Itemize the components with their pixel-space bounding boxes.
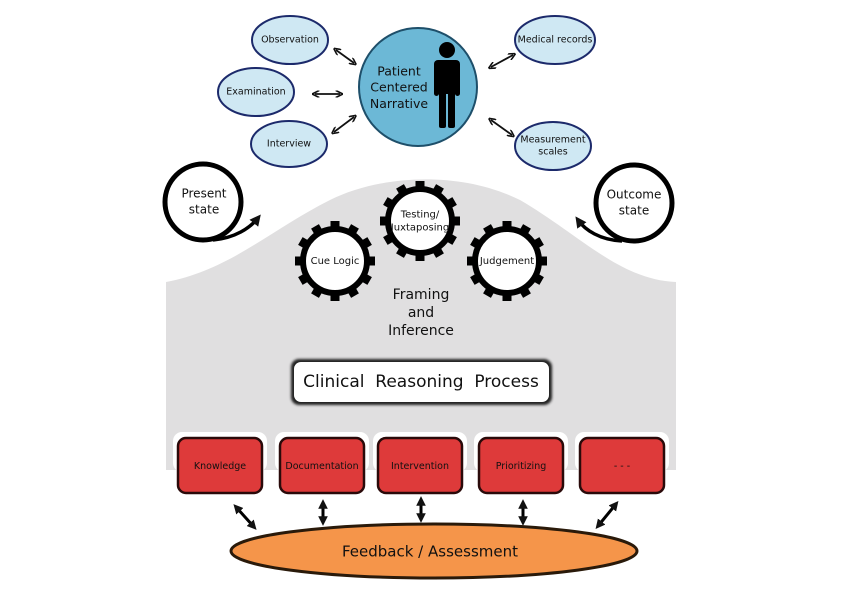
task-box-intervention: Intervention [373,432,467,495]
gear-icon: Testing/Juxtaposing [380,181,460,261]
task-box-knowledge: Knowledge [173,432,267,495]
arrow-medical-records [491,55,513,67]
source-node-examination: Examination [217,67,295,117]
outcome-state-label: Outcome [607,188,662,202]
present-state-label: state [189,202,219,216]
arrow-misc-feedback [595,501,619,529]
source-node-medical-records: Medical records [514,15,596,65]
gear-icon: Judgement [467,221,547,301]
gear-label: Cue Logic [311,256,360,267]
process-title: Clinical Reasoning Process [303,372,539,392]
person-icon [434,42,460,128]
source-node-observation: Observation [251,15,329,65]
task-label: Prioritizing [496,461,547,472]
source-label: Interview [267,139,311,150]
task-boxes: Knowledge Documentation Intervention Priori… [173,432,669,495]
feedback-assessment-node: Feedback / Assessment [229,522,639,580]
task-box-prioritizing: Prioritizing [474,432,568,495]
feedback-label: Feedback / Assessment [342,543,518,561]
arrow-interview [334,117,354,132]
source-node-measurement: Measurement scales [514,121,592,171]
source-label: Measurement [520,134,585,145]
gear-icon: Cue Logic [295,221,375,301]
outcome-state-arrow [575,216,623,243]
source-label: Examination [226,87,285,98]
gear-label: Judgement [479,256,534,267]
arrow-observation [336,50,354,63]
framing-label-line: Inference [388,323,454,339]
task-label: Intervention [391,461,449,472]
arrow-knowledge-feedback [233,504,257,530]
process-title-box: Clinical Reasoning Process [291,359,552,405]
gear-label: Juxtaposing [390,223,449,234]
framing-label-line: and [408,305,434,321]
gear-label: Testing/ [400,210,440,221]
patient-label-line: Centered [370,80,427,95]
source-node-interview: Interview [250,120,328,168]
present-state-arrow [212,214,261,242]
task-label: Documentation [285,461,358,472]
source-label: scales [538,147,567,158]
patient-label-line: Narrative [370,96,429,111]
framing-label-line: Framing [393,287,450,303]
source-label: Observation [261,35,319,46]
source-arrows [315,50,513,135]
task-box-more: - - - [575,432,669,495]
source-label: Medical records [518,35,593,46]
task-label: Knowledge [194,461,246,472]
task-label: - - - [614,461,630,472]
feedback-arrows [233,496,619,530]
present-state-label: Present [181,187,226,201]
patient-label-line: Patient [377,63,421,78]
task-box-documentation: Documentation [275,432,369,495]
outcome-state-label: state [619,203,649,217]
arrow-measurement [491,120,512,135]
